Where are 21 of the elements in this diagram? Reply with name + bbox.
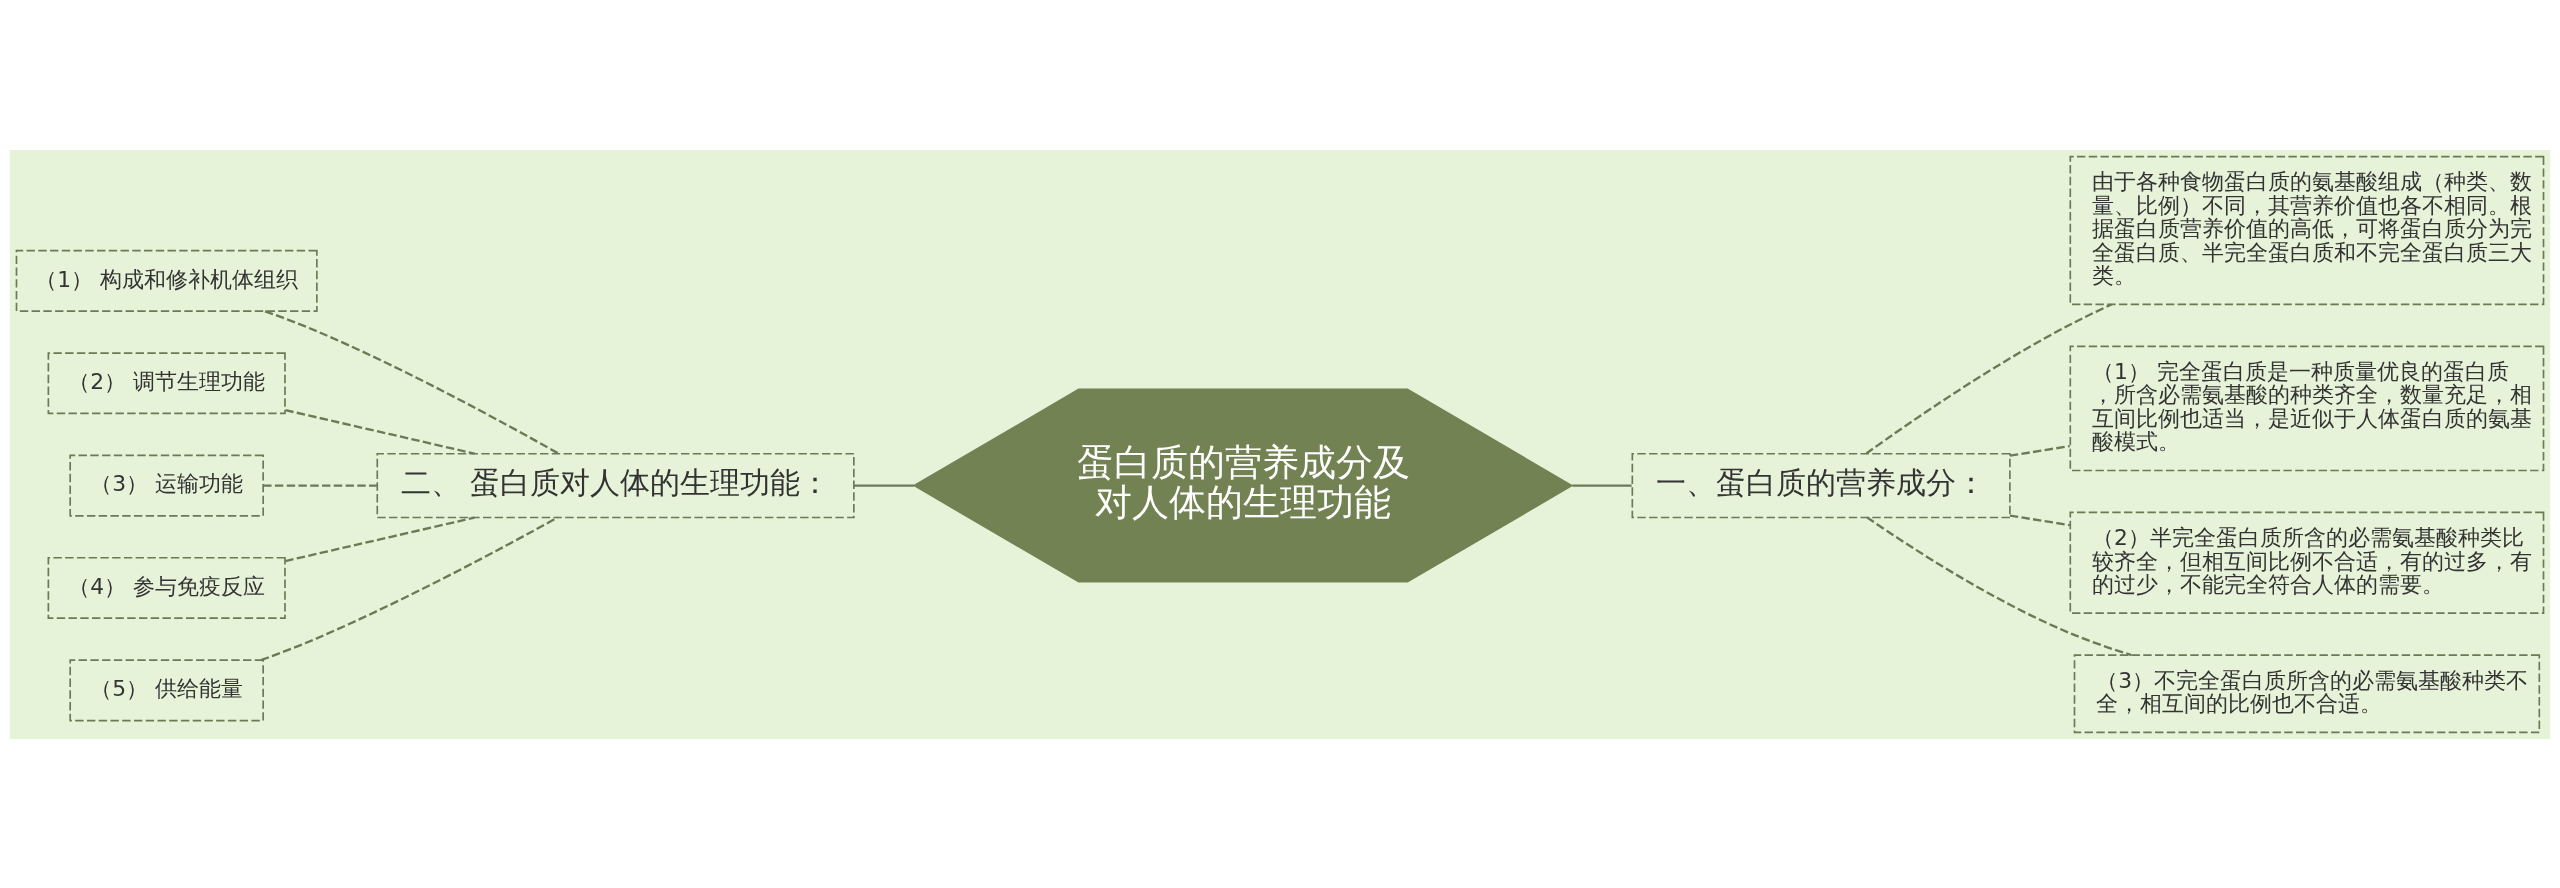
node-box: （3） 运输功能 — [69, 454, 264, 517]
node-box: （5） 供给能量 — [69, 658, 264, 721]
node-box: （1） 完全蛋白质是一种质量优良的蛋白质，所含必需氨基酸的种类齐全，数量充足，相互间比例也适当，是近似于人体蛋白质的氨基酸模式。 — [2069, 345, 2545, 471]
node-box: （2）半完全蛋白质所含的必需氨基酸种类比较齐全，但相互间比例不合适，有的过多，有的过少，不能完全符合人体的需要。 — [2069, 511, 2545, 614]
connector — [1866, 516, 2132, 656]
connector — [285, 515, 475, 562]
connector — [264, 309, 560, 455]
connector — [1572, 483, 1632, 487]
node-box: （2） 调节生理功能 — [47, 351, 286, 414]
node-box: （4） 参与免疫反应 — [47, 556, 286, 619]
connector — [2009, 444, 2070, 457]
connector — [2009, 513, 2070, 526]
node-box: （3）不完全蛋白质所含的必需氨基酸种类不全，相互间的比例也不合适。 — [2073, 653, 2541, 733]
connector — [285, 408, 475, 455]
connector — [1865, 302, 2112, 454]
connector — [263, 483, 377, 487]
connector — [854, 483, 914, 487]
node-box: （1） 构成和修补机体组织 — [15, 249, 318, 312]
node-box: 一、蛋白质的营养成分： — [1631, 452, 2011, 518]
node-box: 由于各种食物蛋白质的氨基酸组成（种类、数量、比例）不同，其营养价值也各不相同。根据蛋白质营养价值的高低，可将蛋白质分为完全蛋白质、半完全蛋白质和不完全蛋白质三大类。 — [2069, 155, 2545, 305]
node-box: 二、 蛋白质对人体的生理功能： — [376, 452, 855, 518]
